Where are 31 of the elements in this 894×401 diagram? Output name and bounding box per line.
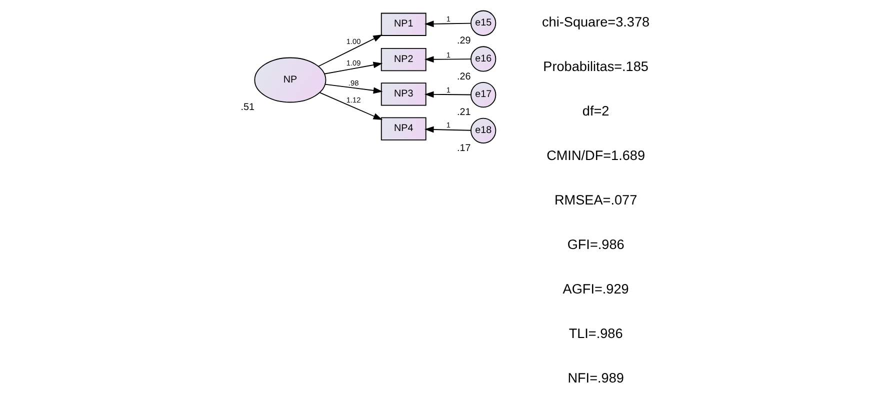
arrow — [424, 126, 471, 133]
node-box: NP4 — [380, 117, 426, 140]
node-label: .21 — [456, 107, 470, 118]
arrow — [424, 91, 471, 98]
arrow — [318, 34, 382, 67]
node-circle: e17 — [470, 82, 496, 108]
node-label: .17 — [456, 142, 470, 154]
node-box: NP3 — [380, 82, 426, 106]
label: df=2 — [582, 104, 609, 119]
label: chi-Square=3.378 — [542, 14, 650, 30]
label: NFI=.989 — [567, 370, 624, 386]
node-circle: e18 — [470, 118, 496, 144]
node-box: NP2 — [380, 48, 426, 72]
label: Probabilitas=.185 — [542, 59, 648, 74]
label: CMIN/DF=1.689 — [546, 148, 645, 164]
label: GFI=.986 — [566, 237, 624, 252]
node-label: .29 — [456, 35, 470, 46]
label: TLI=.986 — [568, 326, 622, 342]
node-ellipse: NP — [254, 57, 326, 103]
node-label: .26 — [456, 71, 470, 82]
node-circle: e16 — [470, 46, 496, 72]
node-circle: e15 — [470, 10, 496, 36]
label: AGFI=.929 — [562, 282, 628, 297]
node-label: .51 — [240, 102, 254, 114]
arrow — [324, 62, 382, 74]
node-box: NP1 — [380, 12, 426, 36]
label: RMSEA=.077 — [554, 192, 637, 208]
arrow — [318, 92, 382, 120]
arrow — [424, 56, 471, 63]
arrow — [324, 84, 382, 94]
arrow — [424, 20, 471, 28]
